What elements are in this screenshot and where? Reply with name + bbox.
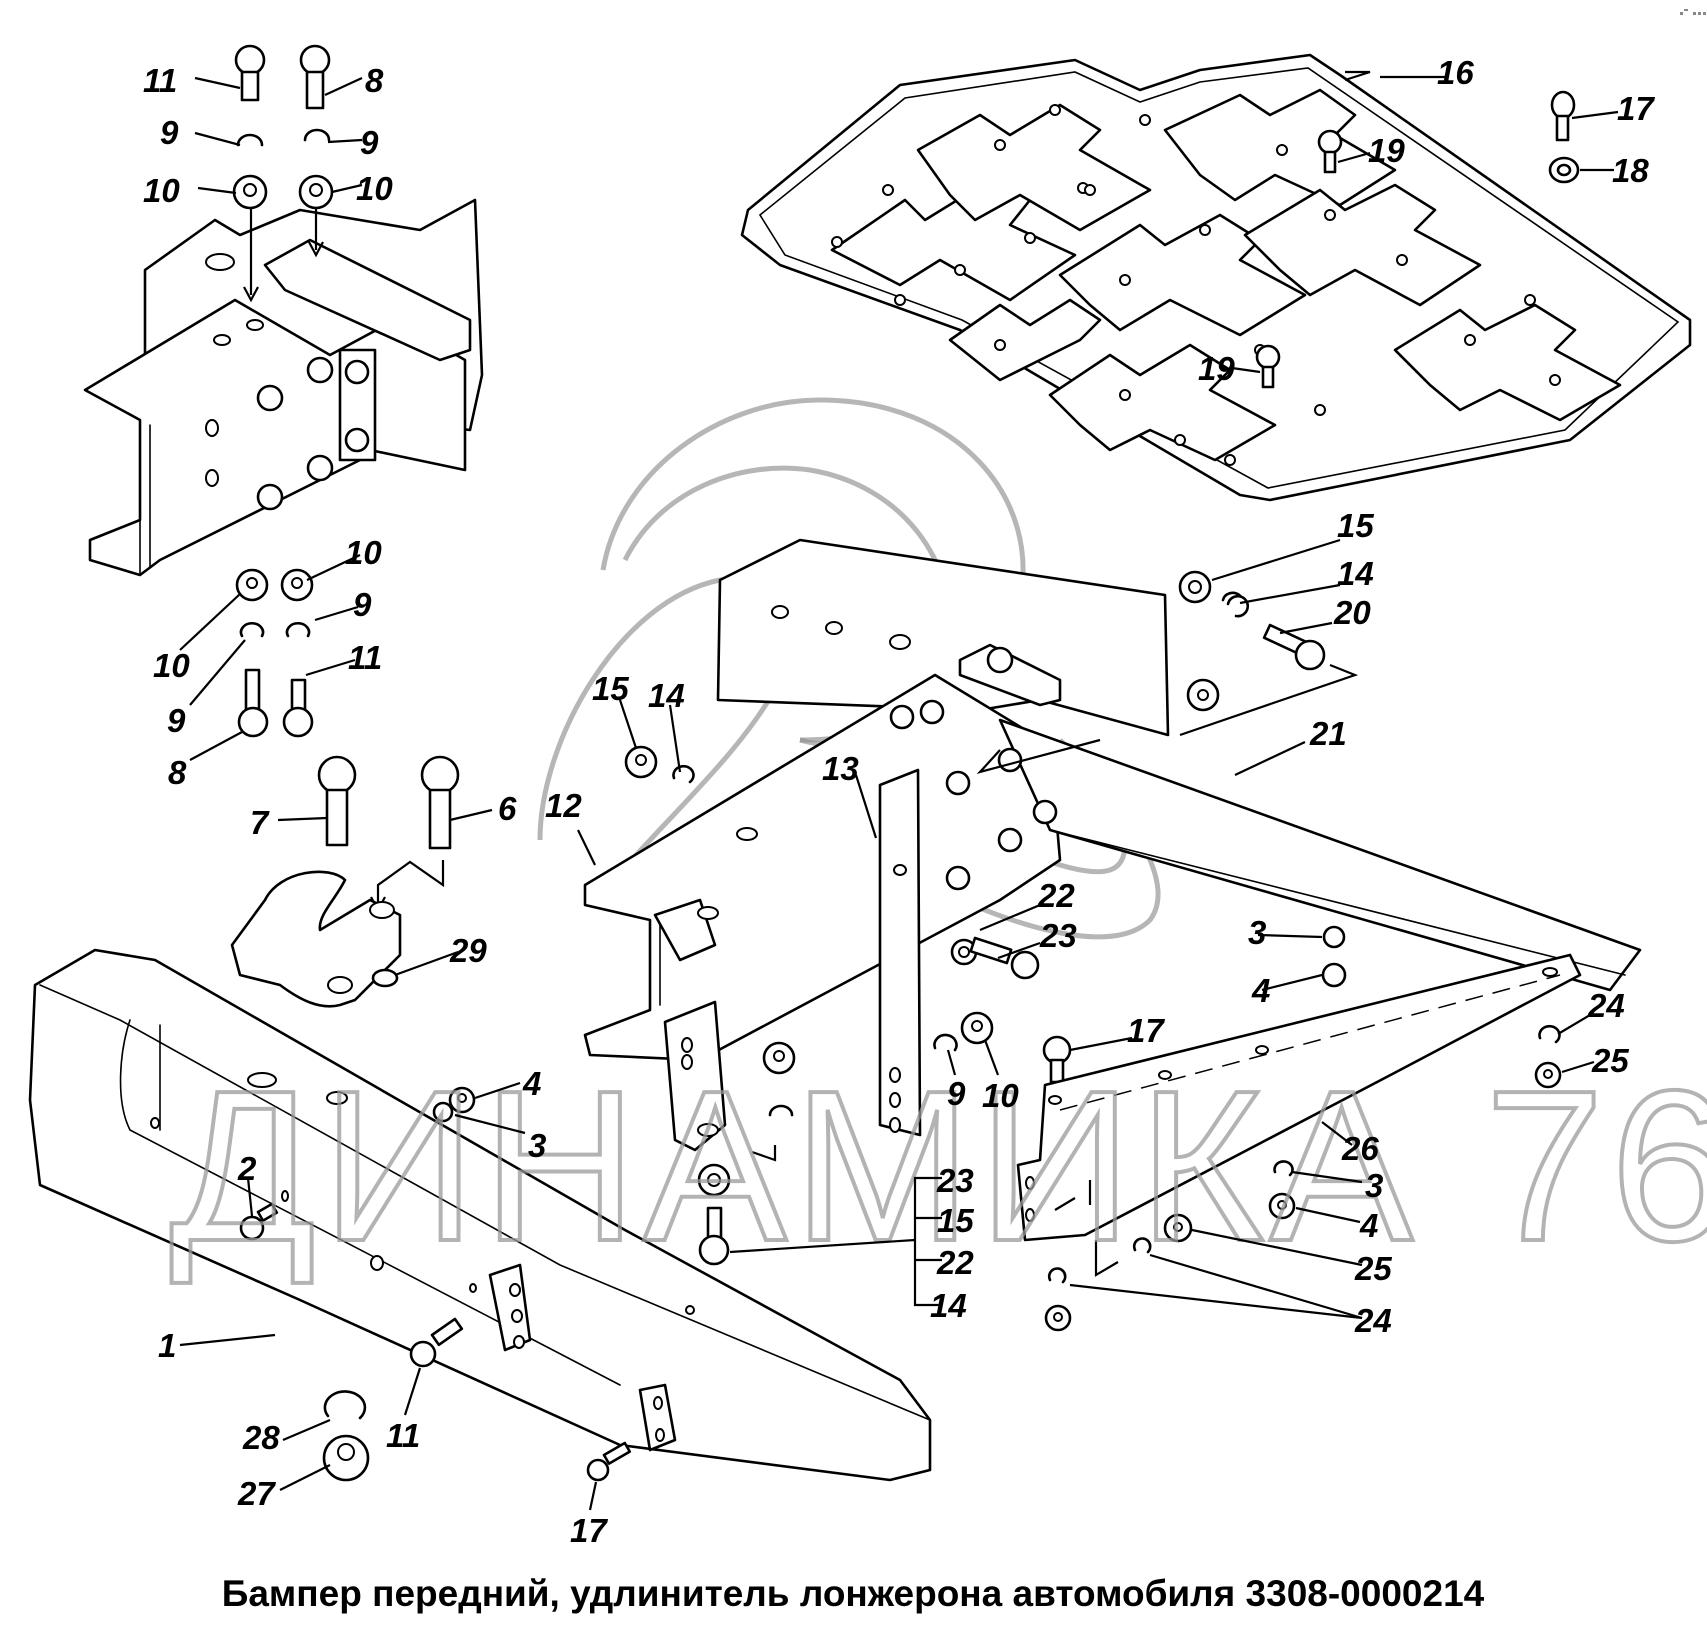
callout-labels: 11 8 9 9 10 10 16 17 18 19 19 15 14 20 2…	[143, 54, 1655, 1549]
callout-10: 10	[143, 172, 180, 209]
callout-21: 21	[1309, 715, 1347, 752]
callout-10: 10	[356, 170, 393, 207]
watermark-text: ДИНАМИКА 76	[170, 1045, 1707, 1286]
callout-23: 23	[936, 1162, 974, 1199]
callout-11: 11	[348, 639, 382, 676]
callout-10: 10	[982, 1077, 1019, 1114]
corner-dots	[1680, 9, 1706, 15]
callout-19: 19	[1368, 132, 1405, 169]
fasteners-mid-left	[235, 568, 314, 738]
callout-4: 4	[1359, 1207, 1378, 1244]
callout-3: 3	[1365, 1167, 1383, 1204]
callout-15: 15	[937, 1202, 974, 1239]
bracket-left-lower	[653, 898, 727, 1152]
callout-14: 14	[1337, 555, 1374, 592]
callout-9: 9	[353, 586, 372, 623]
frame-rail-assembly	[83, 198, 484, 577]
callout-8: 8	[168, 754, 187, 791]
callout-15: 15	[592, 670, 629, 707]
callout-24: 24	[1587, 987, 1625, 1024]
bracket-13	[878, 768, 922, 1137]
fasteners-top-left	[232, 44, 334, 210]
callout-4: 4	[1251, 972, 1270, 1009]
bumper-1	[28, 948, 932, 1482]
bolt-17-top	[1550, 90, 1576, 142]
callout-17: 17	[1617, 90, 1655, 127]
frame-extension-12	[583, 538, 1642, 1062]
callout-29: 29	[449, 932, 487, 969]
callout-26: 26	[1341, 1130, 1379, 1167]
bolts-7-6	[317, 755, 460, 913]
callout-3: 3	[528, 1127, 546, 1164]
callout-14: 14	[930, 1287, 967, 1324]
callout-28: 28	[242, 1419, 280, 1456]
callout-11: 11	[386, 1417, 420, 1454]
callout-17: 17	[1127, 1012, 1165, 1049]
callout-27: 27	[237, 1475, 276, 1512]
callout-22: 22	[1037, 877, 1075, 914]
diagram-caption: Бампер передний, удлинитель лонжерона ав…	[222, 1573, 1485, 1614]
callout-9: 9	[947, 1075, 966, 1112]
support-bracket-26	[1016, 953, 1582, 1277]
callout-17: 17	[570, 1512, 608, 1549]
callout-1: 1	[158, 1327, 176, 1364]
step-plate-16	[740, 53, 1692, 502]
tow-hook	[230, 870, 402, 1008]
callout-9: 9	[160, 114, 179, 151]
washer-18	[1548, 156, 1580, 184]
callout-11: 11	[143, 62, 177, 99]
callout-10: 10	[153, 647, 190, 684]
callout-9: 9	[167, 702, 186, 739]
callout-8: 8	[365, 62, 384, 99]
callout-20: 20	[1333, 594, 1371, 631]
plate-holes	[831, 104, 1561, 466]
callout-25: 25	[1591, 1042, 1629, 1079]
callout-16: 16	[1437, 54, 1474, 91]
fasteners-center	[624, 570, 1359, 1266]
callout-7: 7	[250, 804, 270, 841]
callout-2: 2	[237, 1150, 257, 1187]
fasteners-bottom-left	[322, 1390, 370, 1482]
callout-13: 13	[822, 750, 859, 787]
leader-lines	[179, 70, 1619, 1511]
callout-6: 6	[498, 790, 517, 827]
callout-23: 23	[1039, 917, 1077, 954]
callout-12: 12	[545, 787, 582, 824]
callout-22: 22	[936, 1244, 974, 1281]
callout-3: 3	[1248, 914, 1266, 951]
callout-24: 24	[1354, 1302, 1392, 1339]
fasteners-right	[1044, 1024, 1562, 1332]
callout-25: 25	[1354, 1250, 1392, 1287]
callout-18: 18	[1612, 152, 1649, 189]
callout-15: 15	[1337, 507, 1374, 544]
callout-10: 10	[345, 534, 382, 571]
callout-19: 19	[1198, 350, 1235, 387]
bolt-19-lower	[1255, 344, 1281, 389]
callout-9: 9	[360, 124, 379, 161]
bolt-19-upper	[1317, 129, 1343, 174]
callout-14: 14	[648, 677, 685, 714]
callout-4: 4	[522, 1065, 541, 1102]
